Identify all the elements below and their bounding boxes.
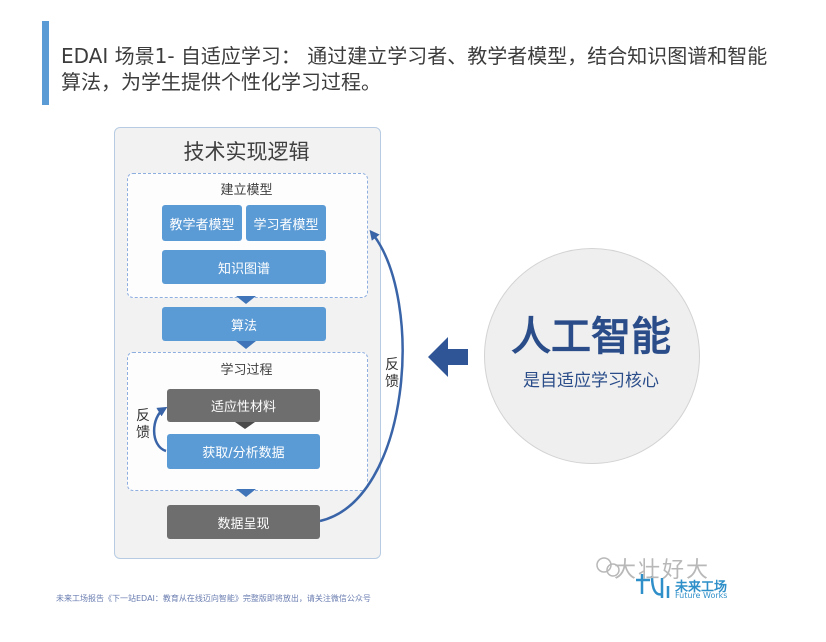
future-works-logo-icon	[636, 574, 670, 598]
data-presentation-box: 数据呈现	[167, 505, 320, 539]
inner-feedback-label: 反馈	[136, 408, 150, 441]
logo-name: 未来工场	[675, 580, 728, 595]
footer-note: 未来工场报告《下一站EDAI：教育从在线迈向智能》完整版即将放出，请关注微信公众…	[56, 594, 371, 603]
left-arrow-to-panel	[428, 337, 468, 377]
slide-title: EDAI 场景1- 自适应学习： 通过建立学习者、教学者模型，结合知识图谱和智能…	[61, 44, 768, 94]
outer-feedback-label: 反馈	[385, 357, 399, 390]
logo-subtitle: Future Works	[675, 591, 728, 600]
learning-process-label: 学习过程	[220, 363, 273, 378]
outer-feedback-arrow	[319, 229, 404, 523]
ai-core-circle	[484, 248, 700, 464]
down-arrow-model-to-algorithm	[236, 296, 256, 304]
knowledge-graph-box: 知识图谱	[162, 250, 326, 284]
ai-core-subtitle: 是自适应学习核心	[523, 371, 659, 391]
inner-feedback-arrow	[152, 406, 168, 453]
down-arrow-algorithm-to-learning	[236, 341, 256, 349]
down-arrow-material-to-data	[235, 422, 255, 429]
logic-panel-title: 技术实现逻辑	[183, 140, 310, 164]
ai-core-title: 人工智能	[511, 314, 671, 360]
title-accent-bar	[42, 21, 49, 105]
watermark-text: 大壮好大	[614, 558, 711, 583]
learner-model-box: 学习者模型	[246, 205, 326, 241]
model-group-label: 建立模型	[220, 183, 273, 198]
acquire-analyze-data-box: 获取/分析数据	[167, 434, 320, 469]
adaptive-material-box: 适应性材料	[167, 389, 320, 422]
down-arrow-learning-to-presentation	[236, 489, 256, 497]
watermark-wechat-icon	[596, 557, 620, 577]
algorithm-box: 算法	[162, 307, 326, 341]
teacher-model-box: 教学者模型	[162, 205, 242, 241]
